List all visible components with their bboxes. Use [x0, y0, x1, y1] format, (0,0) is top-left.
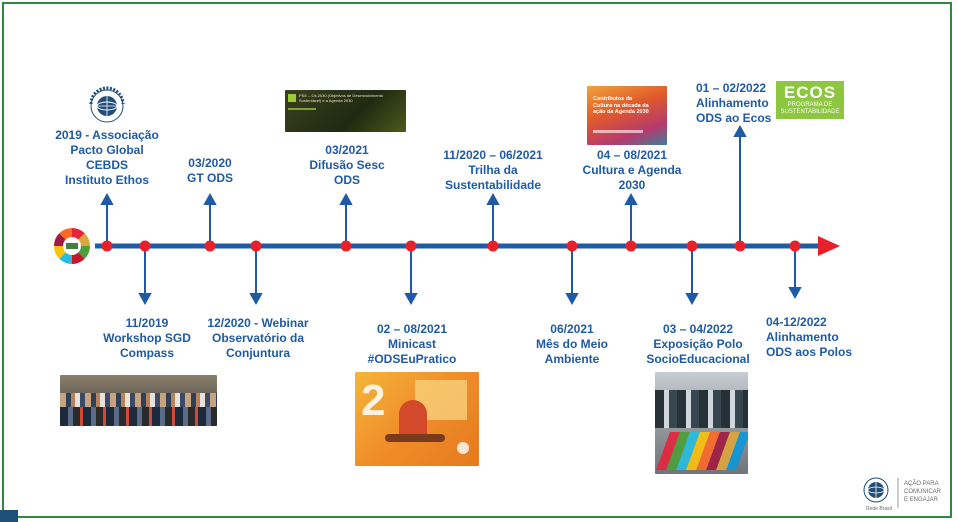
exposicao-photo [655, 372, 748, 474]
footer-brand-line-3: E ENGAJAR [904, 497, 939, 503]
ecos-logo: ECOS PROGRAMA DE SUSTENTABILIDADE [776, 81, 844, 119]
ecos-logo-subtitle2: SUSTENTABILIDADE [780, 109, 840, 115]
difusao-sesc-thumbnail: PSE – Os 2030 (Objetivos de Desenvolvime… [285, 90, 406, 132]
cultura-card-title: Contributos da Cultura na década da ação… [593, 96, 649, 115]
difusao-sesc-badge-icon [288, 94, 296, 102]
timeline-arrowhead [818, 236, 840, 256]
footer-brand-caption: Rede Brasil [866, 506, 892, 512]
footer-globe-icon [863, 477, 889, 503]
corner-block [0, 510, 18, 522]
footer-brand: AÇÃO PARA COMUNICAR E ENGAJAR [904, 480, 941, 504]
workshop-group-photo [60, 375, 217, 426]
cultura-agenda-card: Contributos da Cultura na década da ação… [587, 86, 667, 145]
sdg-wheel-icon [53, 227, 91, 265]
workshop-people [60, 393, 217, 407]
minicast-card: 2 [355, 372, 479, 466]
workshop-people-front [60, 407, 217, 426]
un-global-compact-icon [89, 86, 125, 123]
minicast-logo-icon [457, 442, 469, 454]
minicast-number: 2 [361, 376, 386, 425]
minicast-figure-base [385, 434, 445, 442]
difusao-sesc-bar [288, 108, 316, 110]
cultura-card-bar [593, 130, 643, 133]
connectors [100, 124, 802, 306]
footer-brand-line-2: COMUNICAR [904, 489, 941, 495]
timeline-dots [101, 240, 801, 252]
footer-brand-line-1: AÇÃO PARA [904, 481, 939, 487]
ecos-logo-subtitle: PROGRAMA DE [787, 102, 833, 108]
ecos-logo-title: ECOS [783, 83, 837, 102]
exposicao-sdg-tiles [656, 432, 748, 470]
difusao-sesc-card-title: PSE – Os 2030 (Objetivos de Desenvolvime… [299, 93, 384, 103]
minicast-figure [399, 400, 427, 438]
exposicao-people [655, 390, 748, 428]
